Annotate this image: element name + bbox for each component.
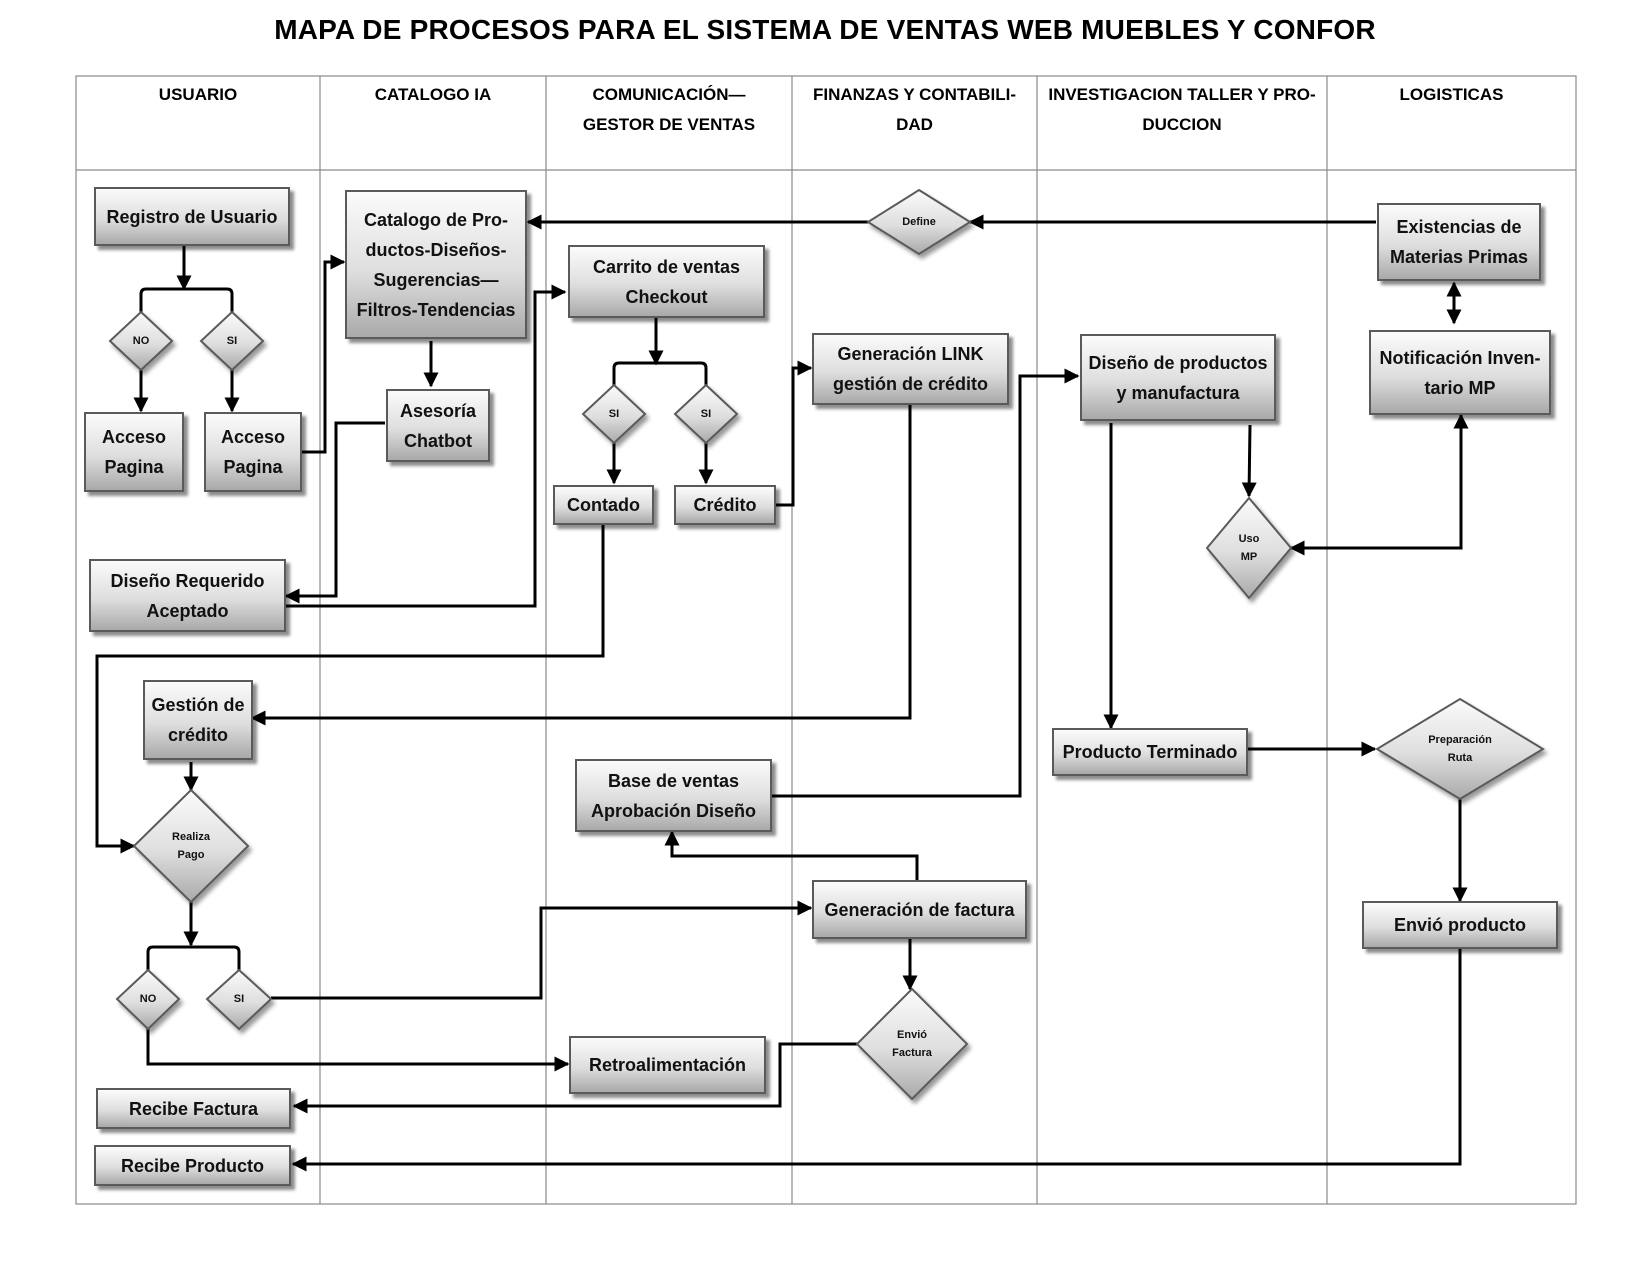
connector [95, 525, 605, 854]
connector [250, 405, 912, 726]
node-generacion-factura: Generación de factura [812, 880, 1027, 939]
node-contado: Contado [553, 485, 654, 525]
connector [1289, 413, 1469, 556]
decision-define-shape [866, 188, 972, 256]
decision-registro-si: SI [226, 335, 238, 347]
node-recibe-factura: Recibe Factura [96, 1088, 291, 1129]
node-diseno-productos-manufactura: Diseño de productos y manufactura [1080, 334, 1276, 421]
lane-logisticas: LOGISTICAS [1399, 85, 1504, 104]
node-recibe-producto: Recibe Producto [94, 1145, 291, 1186]
connector [302, 254, 346, 454]
decision-pago-si-shape [205, 968, 273, 1031]
connector [146, 1029, 570, 1072]
connector [292, 1042, 857, 1114]
flow-connectors [95, 214, 1469, 1172]
connector [772, 368, 1080, 798]
node-generacion-link-credito: Generación LINK gestión de crédito [812, 333, 1009, 405]
node-base-ventas-aprobacion-diseno: Base de ventas Aprobación Diseño [575, 759, 772, 832]
decision-realiza-pago: Realiza Pago [172, 831, 210, 861]
node-diseno-requerido-aceptado: Diseño Requerido Aceptado [89, 559, 286, 632]
decision-preparacion-ruta-shape [1375, 697, 1545, 801]
decision-carrito-si-2: SI [700, 408, 712, 420]
decision-diamonds [108, 188, 1545, 1101]
decision-realiza-pago-shape [132, 788, 250, 904]
decision-pago-no-shape [115, 968, 181, 1031]
connector [284, 421, 385, 604]
lane-investigacion-taller-produccion: INVESTIGACION TALLER Y PRO- DUCCION [1048, 85, 1316, 134]
node-carrito-ventas-checkout: Carrito de ventas Checkout [568, 245, 765, 318]
decision-envio-factura: Envió Factura [892, 1029, 932, 1059]
node-notificacion-inventario-mp: Notificación Inven- tario MP [1369, 330, 1551, 415]
node-catalogo-productos: Catalogo de Pro- ductos-Diseños- Sugeren… [345, 190, 527, 339]
decision-pago-si: SI [233, 993, 245, 1005]
node-producto-terminado: Producto Terminado [1052, 728, 1248, 776]
decision-registro-no: NO [132, 335, 150, 347]
node-retroalimentacion: Retroalimentación [569, 1036, 766, 1094]
decision-carrito-si-1: SI [608, 408, 620, 420]
connector [139, 287, 234, 312]
node-credito: Crédito [674, 485, 776, 525]
node-existencias-materias-primas: Existencias de Materias Primas [1377, 203, 1541, 281]
connector [146, 945, 241, 970]
connector [1241, 424, 1257, 498]
connector [291, 949, 1462, 1172]
decision-carrito-si-2-shape [673, 383, 739, 445]
decision-envio-factura-shape [855, 987, 969, 1101]
node-registro-usuario: Registro de Usuario [94, 187, 290, 246]
swimlane-grid [75, 75, 1577, 1205]
connector [612, 361, 708, 385]
node-envio-producto: Envió producto [1362, 901, 1558, 949]
node-acceso-pagina-no: Acceso Pagina [84, 412, 184, 492]
lane-catalogo-ia: CATALOGO IA [374, 85, 492, 104]
decision-define: Define [902, 216, 936, 228]
connector [271, 900, 813, 1000]
decision-carrito-si-1-shape [581, 383, 647, 445]
node-acceso-pagina-si: Acceso Pagina [204, 412, 302, 492]
node-asesoria-chatbot: Asesoría Chatbot [386, 389, 490, 462]
decision-uso-mp: Uso MP [1238, 533, 1260, 563]
lane-usuario: USUARIO [158, 85, 238, 104]
decision-registro-si-shape [199, 310, 265, 372]
node-gestion-credito: Gestión de crédito [143, 680, 253, 760]
decision-uso-mp-shape [1205, 496, 1293, 600]
connector [776, 360, 813, 507]
decision-preparacion-ruta: Preparación Ruta [1428, 734, 1492, 764]
lane-comunicacion-gestor-ventas: COMUNICACIÓN— GESTOR DE VENTAS [582, 85, 756, 134]
page-title: MAPA DE PROCESOS PARA EL SISTEMA DE VENT… [274, 14, 1376, 45]
decision-pago-no: NO [139, 993, 157, 1005]
decision-registro-no-shape [108, 310, 174, 372]
lane-finanzas-contabilidad: FINANZAS Y CONTABILI- DAD [812, 85, 1017, 134]
connector [286, 284, 567, 608]
connector [664, 830, 919, 880]
